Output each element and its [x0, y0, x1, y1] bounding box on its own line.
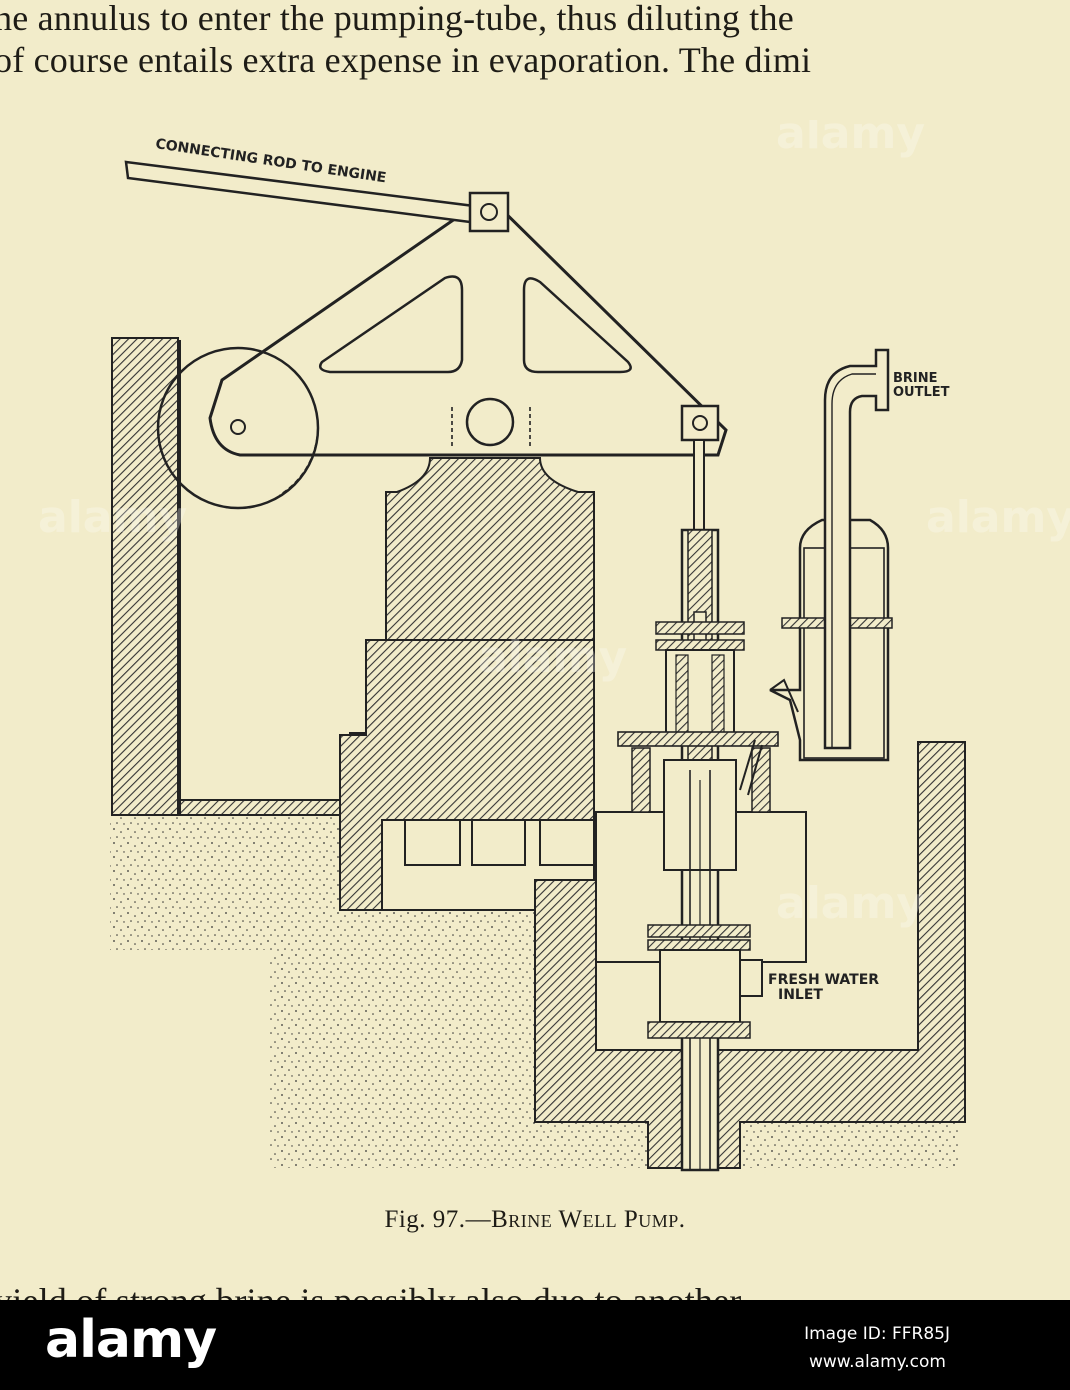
caption-prefix: Fig. 97. — [384, 1206, 466, 1233]
brine-outlet-label-2: OUTLET — [893, 385, 950, 400]
stock-footer-bar: alamy Image ID: FFR85J www.alamy.com — [0, 1300, 1070, 1390]
watermark-text: alamy — [776, 878, 925, 929]
engine-block — [339, 457, 595, 911]
brine-outlet-label-1: BRINE — [893, 371, 938, 386]
brine-vessel — [769, 348, 893, 762]
caption-title: Brine Well Pump. — [491, 1206, 686, 1233]
flywheel — [156, 346, 320, 510]
pump-assembly — [617, 404, 779, 1172]
figure-caption: Fig. 97.—Brine Well Pump. — [0, 1206, 1070, 1234]
body-text-line-1: he annulus to enter the pumping-tube, th… — [0, 0, 794, 38]
watermark-text: alamy — [478, 632, 627, 683]
rocking-beam — [208, 194, 728, 457]
watermark-text: alamy — [38, 492, 187, 543]
caption-dash: — — [465, 1206, 492, 1233]
fresh-water-label-2: INLET — [778, 987, 823, 1003]
well-pit — [534, 741, 966, 1169]
fresh-water-label-1: FRESH WATER — [768, 972, 879, 988]
watermark-text: alamy — [926, 492, 1070, 543]
connecting-rod: CONNECTING ROD TO ENGINE — [124, 136, 510, 233]
brine-well-pump-figure: CONNECTING ROD TO ENGINE — [38, 120, 1070, 1172]
alamy-logo[interactable]: alamy — [45, 1310, 217, 1370]
image-id: Image ID: FFR85J — [804, 1324, 950, 1344]
watermark-text: alamy — [776, 120, 925, 159]
site-url[interactable]: www.alamy.com — [808, 1352, 946, 1372]
body-text-line-2: of course entails extra expense in evapo… — [0, 40, 812, 80]
ground-sand — [110, 815, 960, 1168]
